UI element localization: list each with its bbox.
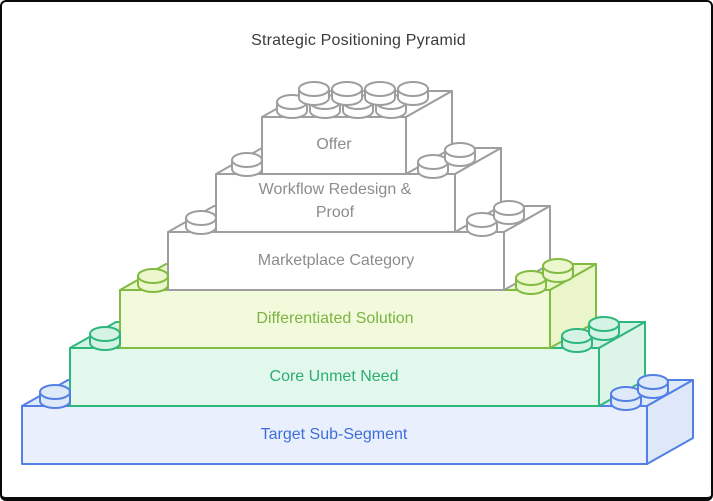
stud-icon bbox=[493, 200, 525, 225]
stud-icon bbox=[364, 81, 396, 106]
stud-icon bbox=[39, 384, 71, 409]
brick-target-sub-segment-label: Target Sub-Segment bbox=[260, 426, 408, 443]
brick-differentiated-solution-label: Differentiated Solution bbox=[256, 310, 414, 327]
stud-icon bbox=[231, 152, 263, 177]
stud-icon bbox=[417, 154, 449, 179]
stud-layer bbox=[39, 81, 669, 411]
stud-icon bbox=[397, 81, 429, 106]
stud-icon bbox=[561, 328, 593, 353]
brick-marketplace-category-label: Marketplace Category bbox=[257, 252, 415, 269]
brick-offer-label: Offer bbox=[316, 136, 352, 153]
stud-icon bbox=[542, 258, 574, 283]
diagram-title: Strategic Positioning Pyramid bbox=[251, 32, 466, 49]
stud-icon bbox=[276, 94, 308, 119]
stud-icon bbox=[515, 270, 547, 295]
stud-icon bbox=[89, 326, 121, 351]
stud-icon bbox=[610, 386, 642, 411]
brick-core-unmet-need-label: Core Unmet Need bbox=[269, 368, 399, 385]
stud-icon bbox=[637, 374, 669, 399]
brick-workflow-redesign-proof-label: Workflow Redesign & Proof bbox=[135, 178, 535, 224]
stud-icon bbox=[331, 81, 363, 106]
stud-icon bbox=[185, 210, 217, 235]
label-line-1: Workflow Redesign & bbox=[258, 181, 412, 198]
stud-icon bbox=[444, 142, 476, 167]
stud-icon bbox=[588, 316, 620, 341]
stud-icon bbox=[137, 268, 169, 293]
label-line-2: Proof bbox=[315, 204, 355, 221]
stud-icon bbox=[298, 81, 330, 106]
stud-icon bbox=[466, 212, 498, 237]
